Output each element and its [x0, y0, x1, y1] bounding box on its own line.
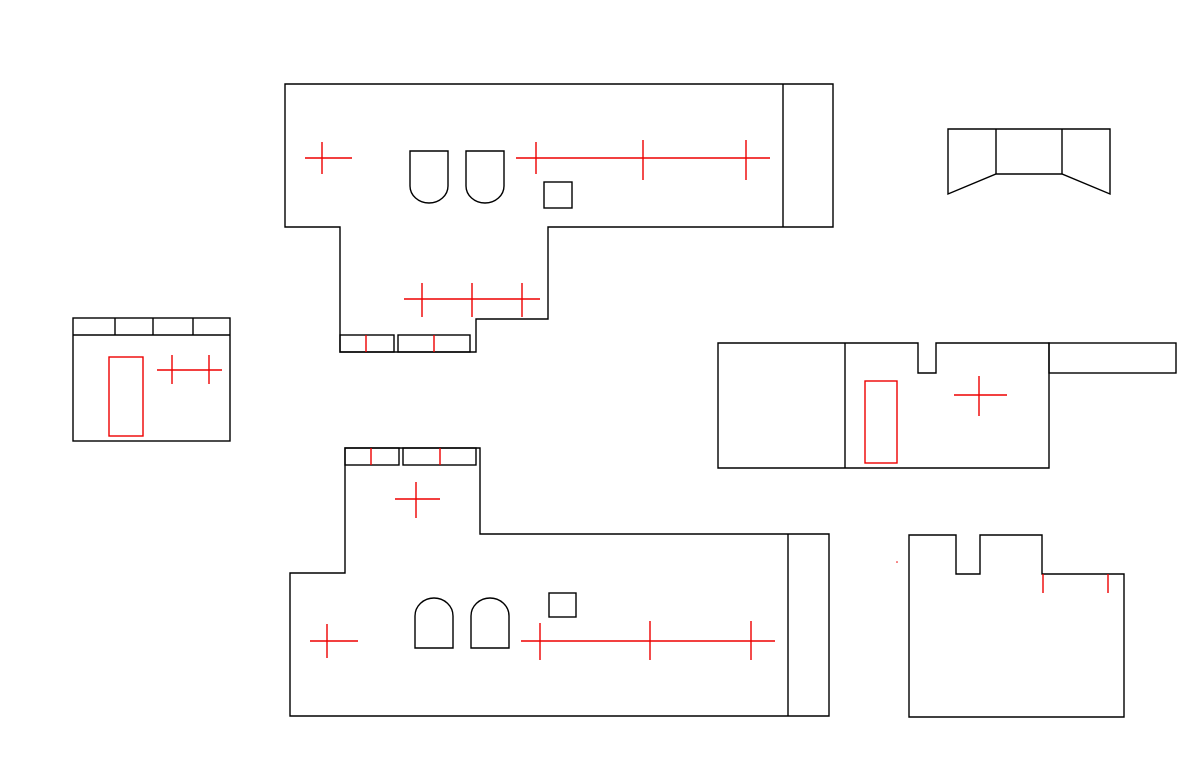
left-small-piece: [72, 317, 231, 442]
left-piece-cross-row: [157, 355, 222, 384]
bottom-cross-left: [310, 624, 358, 658]
bottom-piece-outline: [289, 447, 830, 717]
right-middle-piece: [717, 342, 1177, 469]
bottom-tab-left: [344, 447, 400, 466]
bottom-seat-right: [470, 597, 510, 649]
bottom-cross-row: [521, 621, 775, 660]
right-middle-arm: [1048, 342, 1177, 374]
bottom-right-notched-piece: [896, 534, 1125, 718]
top-tab-left: [339, 334, 395, 353]
left-piece-rectangle-mark: [108, 356, 144, 437]
top-seat-left: [409, 150, 449, 204]
bay-outline: [947, 128, 1111, 196]
left-piece-outline: [72, 317, 231, 442]
notched-piece-outline: [908, 534, 1125, 718]
right-middle-rectangle-mark: [864, 380, 898, 464]
bottom-seat-left: [414, 597, 454, 649]
top-piece: [284, 83, 834, 353]
bottom-square-box: [548, 592, 577, 618]
bottom-piece: [289, 447, 830, 717]
top-cross-lower-row: [404, 283, 540, 317]
notched-piece-dot: [896, 561, 898, 563]
bottom-cross-upper: [395, 482, 440, 518]
right-middle-cross: [954, 376, 1007, 416]
top-cross-left: [305, 142, 352, 174]
top-right-bay-piece: [947, 128, 1111, 196]
top-piece-outline: [284, 83, 834, 353]
top-seat-right: [465, 150, 505, 204]
top-cross-row: [516, 140, 770, 180]
right-middle-outline: [717, 342, 1050, 469]
top-square-box: [543, 181, 573, 209]
